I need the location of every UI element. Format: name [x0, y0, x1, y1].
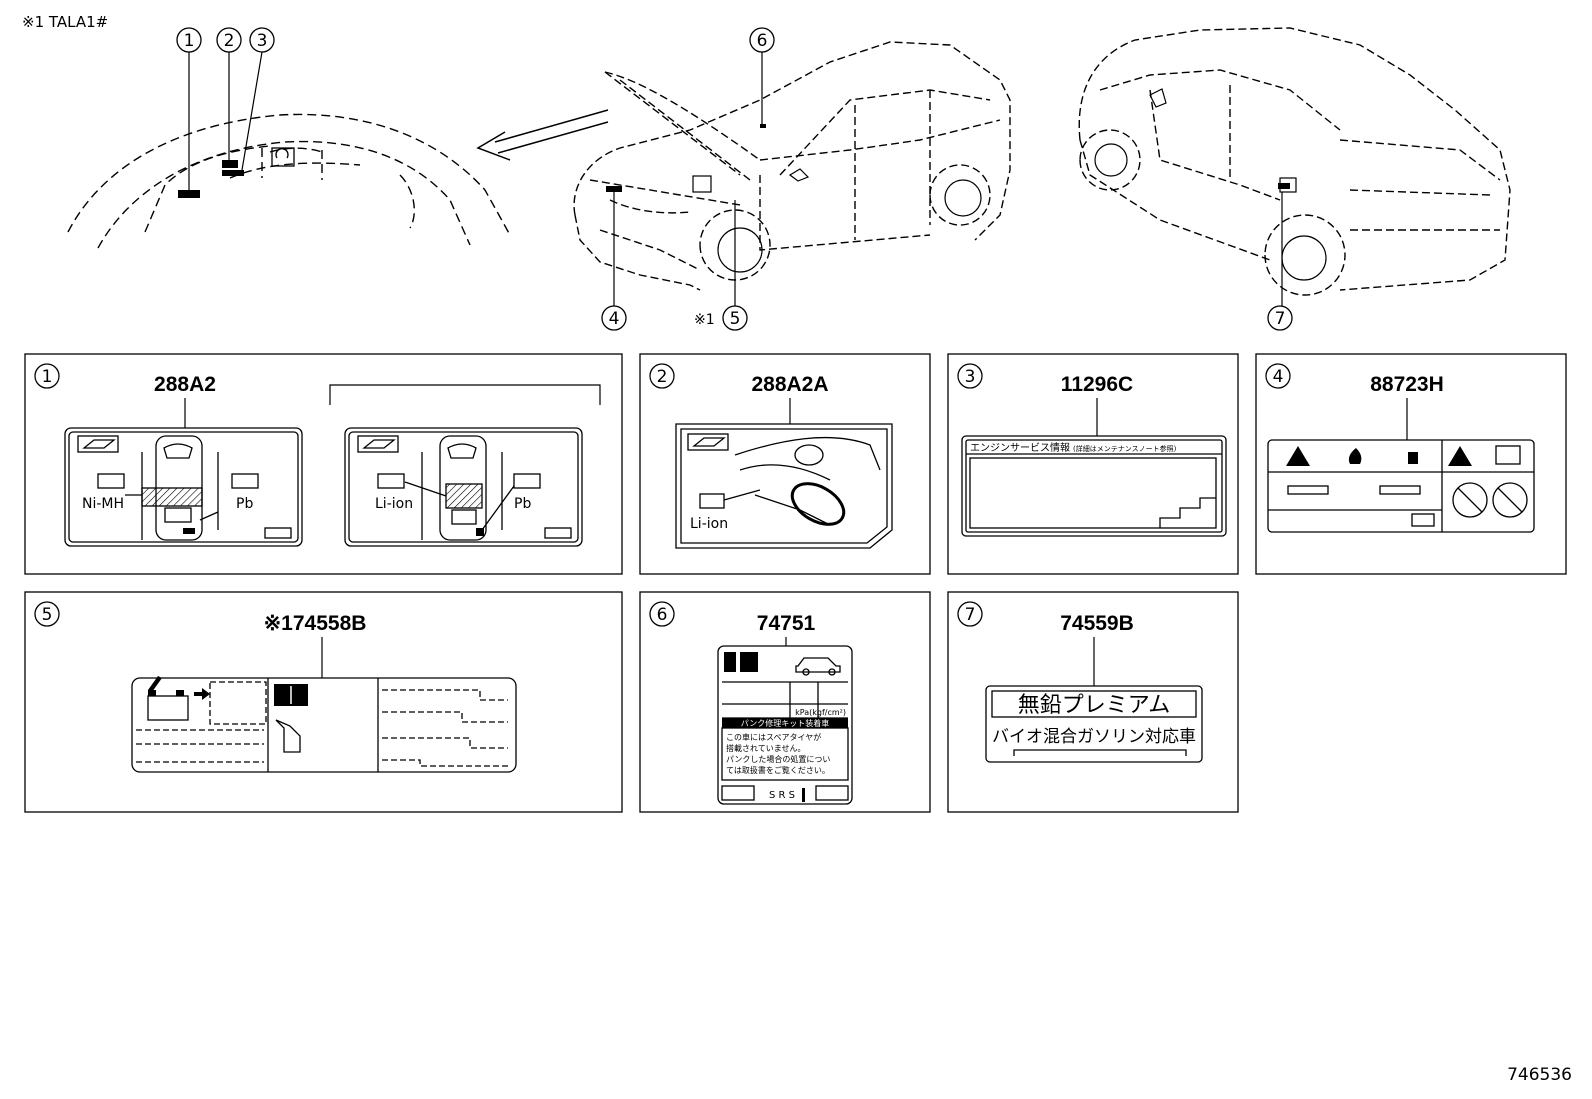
direction-arrow	[476, 109, 609, 161]
label-288A2-nimh	[64, 427, 303, 547]
figure-id: 746536	[1507, 1065, 1572, 1085]
top-note: ※1 TALA1#	[22, 13, 108, 31]
engine-bay-detail	[67, 113, 511, 249]
panel-7-num: 7	[965, 605, 976, 625]
panel-5-num: 5	[42, 605, 53, 625]
label-74558B	[131, 677, 517, 773]
panel-4-code: 88723H	[1370, 373, 1444, 396]
label-74559B-line2: バイオ混合ガソリン対応車	[992, 727, 1196, 747]
label-marker-6	[760, 124, 766, 128]
panel-5: 5 ※174558B	[24, 591, 623, 813]
callout-7-top: 7	[1275, 309, 1286, 329]
callout-2-top: 2	[224, 31, 235, 51]
panel-1-code: 288A2	[154, 373, 216, 396]
panel-3-num: 3	[965, 367, 976, 387]
panel-2-code: 288A2A	[751, 373, 828, 396]
label-288A2-liion-text: Li-ion	[375, 496, 413, 512]
callout-5-top: 5	[730, 309, 741, 329]
label-marker-1	[178, 190, 200, 198]
panel-7: 7 74559B 無鉛プレミアム バイオ混合ガソリン対応車	[947, 591, 1239, 813]
panel-6-num: 6	[657, 605, 668, 625]
label-74751-line1: この車にはスペアタイヤが	[726, 732, 821, 742]
callout-note-mark: ※1	[694, 312, 715, 328]
panel-2-num: 2	[657, 367, 668, 387]
panel-6: 6 74751 kPa(kgf/cm²) パンク修理キット装着車 この車にはスペ…	[639, 591, 931, 813]
label-288A2A-text: Li-ion	[690, 516, 728, 532]
panel-4-num: 4	[1273, 367, 1284, 387]
label-88723H	[1267, 439, 1535, 533]
callout-circles-top	[176, 27, 275, 53]
panel-3: 3 11296C エンジンサービス情報(詳細はメンテナンスノート参照)	[947, 353, 1239, 575]
car-front-solid	[692, 168, 982, 273]
car-rear-view	[1078, 27, 1511, 296]
label-288A2-pb-text: Pb	[236, 496, 253, 512]
callout-6-top: 6	[757, 31, 768, 51]
label-74559B-line1: 無鉛プレミアム	[1018, 693, 1170, 718]
label-11296C	[961, 435, 1227, 537]
panel-7-code: 74559B	[1060, 612, 1134, 635]
label-288A2-liion	[344, 427, 583, 547]
label-288A2A	[675, 423, 893, 549]
label-11296C-header: エンジンサービス情報(詳細はメンテナンスノート参照)	[970, 441, 1177, 454]
label-74751-banner: パンク修理キット装着車	[741, 718, 829, 728]
panel-4: 4 88723H	[1255, 353, 1567, 575]
callout-1-top: 1	[184, 31, 195, 51]
car-front-view	[573, 41, 1011, 291]
label-74751-unit: kPa(kgf/cm²)	[795, 708, 846, 717]
label-288A2-liion-pb-text: Pb	[514, 496, 531, 512]
callout-4-top: 4	[609, 309, 620, 329]
engine-bay-parts	[271, 147, 295, 167]
panel-3-code: 11296C	[1061, 373, 1133, 396]
panel-6-code: 74751	[757, 612, 816, 635]
warning-icons	[1286, 446, 1472, 466]
panel-2: 2 288A2A Li-ion	[639, 353, 931, 575]
label-marker-2	[222, 160, 238, 168]
label-74751-line2: 搭載されていません。	[726, 743, 806, 753]
label-74751-footer: S R S	[769, 790, 795, 801]
panel-5-code: ※174558B	[264, 612, 367, 635]
label-74751-line4: ては取扱書をご覧ください。	[726, 765, 830, 775]
panel-1-num: 1	[42, 367, 53, 387]
label-74751-line3: パンクした場合の処置につい	[726, 754, 830, 764]
label-74559B	[985, 685, 1203, 763]
label-288A2-nimh-text: Ni-MH	[82, 496, 124, 512]
callout-3-top: 3	[257, 31, 268, 51]
label-marker-7	[1278, 183, 1290, 189]
panel-1: 1 288A2 Ni-MH Pb	[24, 353, 623, 575]
label-marker-4	[606, 186, 622, 192]
label-marker-3	[222, 170, 244, 176]
